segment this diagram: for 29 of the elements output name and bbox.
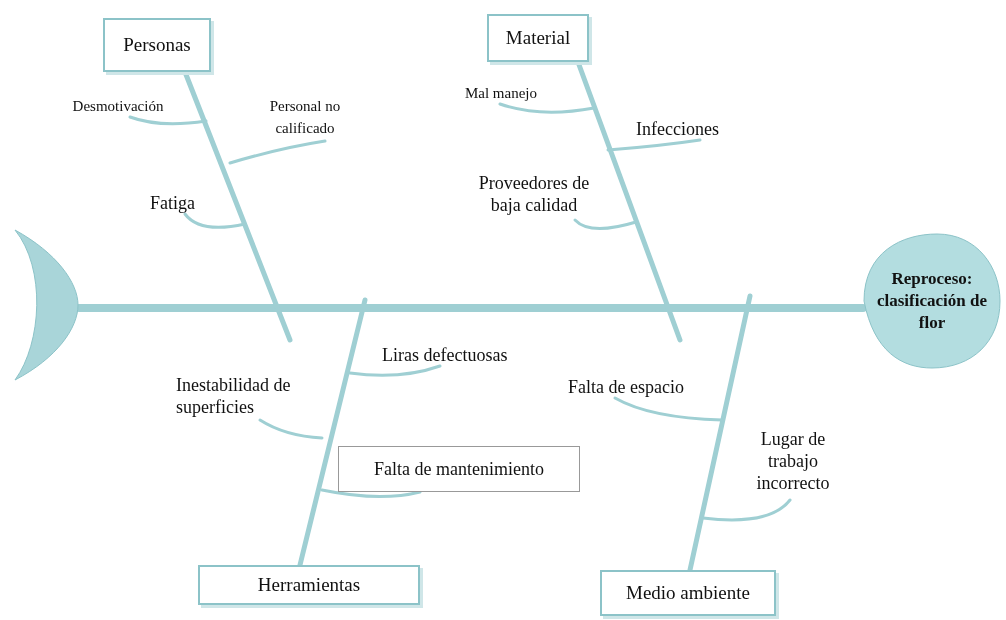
- branch-line: [228, 139, 327, 165]
- branch-line: [498, 102, 596, 114]
- cause-label: Desmotivación: [56, 95, 180, 117]
- cause-label: Lugar de trabajo incorrecto: [746, 428, 840, 500]
- bone-line: [687, 293, 753, 573]
- bone-line: [297, 297, 368, 568]
- category-box: Personas: [103, 18, 211, 72]
- cause-label: Inestabilidad de superficies: [176, 374, 328, 420]
- cause-label: Infecciones: [636, 118, 748, 140]
- fish-tail: [12, 228, 80, 382]
- branch-line: [613, 396, 724, 422]
- branch-line: [701, 498, 792, 522]
- branch-line: [348, 364, 442, 377]
- category-box: Medio ambiente: [600, 570, 776, 616]
- fish-head: Reproceso: clasificación de flor: [862, 232, 1002, 370]
- cause-label: Falta de mantenimiento: [338, 446, 580, 492]
- branch-line: [606, 138, 702, 152]
- branch-line: [258, 418, 324, 440]
- cause-label: Personal no calificado: [250, 95, 360, 141]
- cause-label: Liras defectuosas: [382, 344, 548, 366]
- cause-label: Proveedores de baja calidad: [468, 172, 600, 220]
- branch-line: [320, 488, 422, 498]
- branch-line: [128, 115, 208, 126]
- category-box: Material: [487, 14, 589, 62]
- branch-line: [573, 218, 638, 230]
- category-box: Herramientas: [198, 565, 420, 605]
- cause-label: Fatiga: [150, 192, 214, 214]
- cause-label: Falta de espacio: [568, 376, 722, 398]
- cause-label: Mal manejo: [450, 82, 552, 104]
